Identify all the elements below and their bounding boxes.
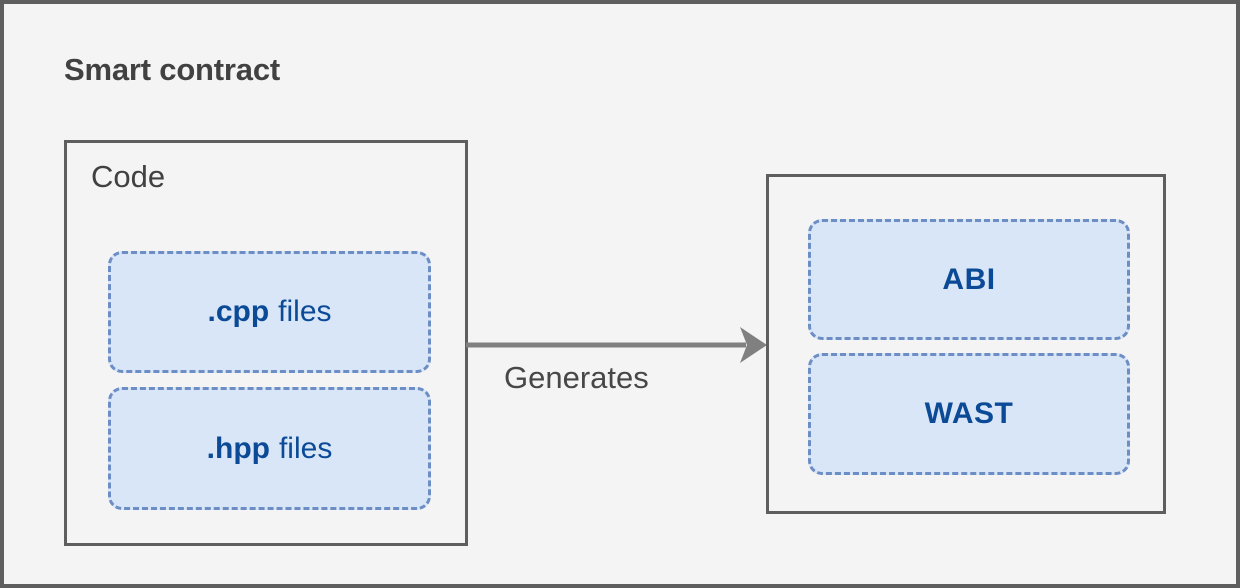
code-group-label: Code bbox=[91, 159, 166, 194]
artifact-abi-label: ABI bbox=[942, 262, 996, 296]
artifact-cpp-suffix: files bbox=[278, 295, 332, 328]
artifact-abi: ABI bbox=[808, 219, 1130, 340]
artifact-cpp-files: .cpp files bbox=[108, 251, 431, 373]
arrow-label-generates: Generates bbox=[504, 360, 649, 395]
code-group-box: Code .cpp files .hpp files bbox=[64, 140, 468, 546]
artifact-hpp-suffix: files bbox=[278, 431, 333, 465]
artifact-cpp-extension: .cpp bbox=[207, 295, 270, 328]
artifact-wast-label: WAST bbox=[924, 397, 1014, 430]
page-title: Smart contract bbox=[64, 52, 280, 87]
arrow-right-icon bbox=[466, 327, 767, 363]
artifact-hpp-extension: .hpp bbox=[206, 431, 270, 465]
output-group-box: ABI WAST bbox=[766, 174, 1166, 514]
artifact-wast: WAST bbox=[808, 353, 1130, 475]
artifact-hpp-files: .hpp files bbox=[108, 387, 431, 510]
